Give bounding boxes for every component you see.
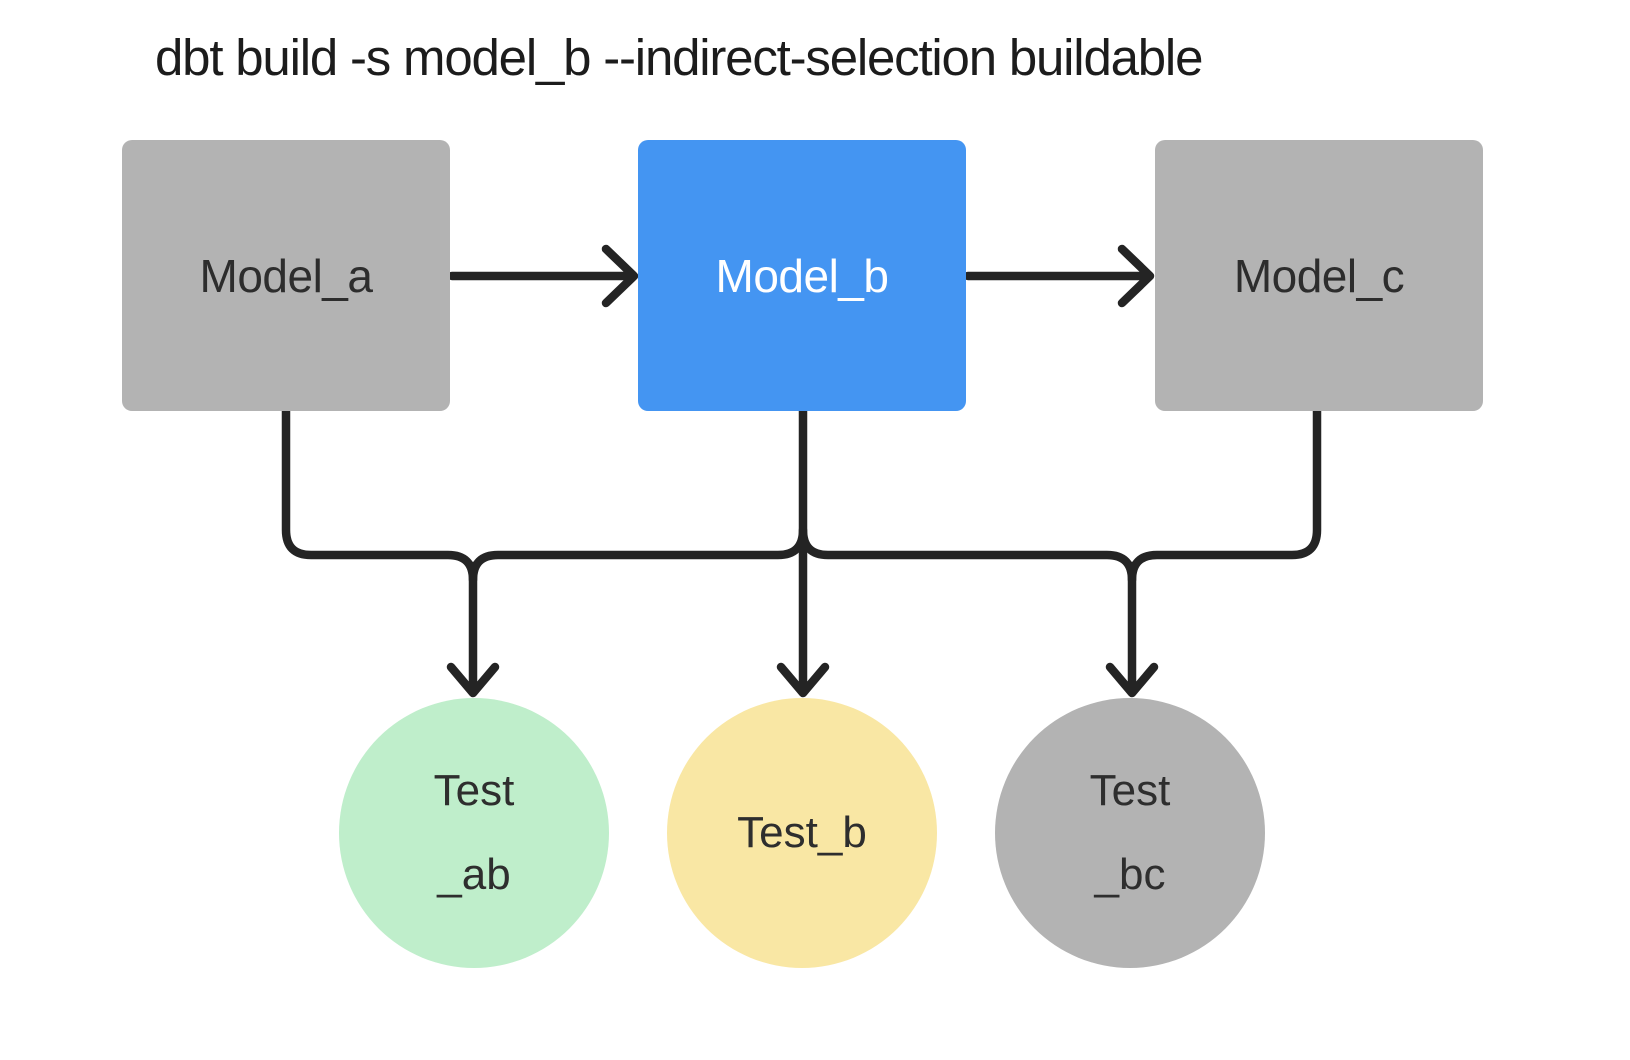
node-model-c: Model_c [1155, 140, 1483, 411]
node-test-bc: Test _bc [995, 698, 1265, 968]
node-test-ab: Test _ab [339, 698, 609, 968]
node-model-a-label: Model_a [199, 249, 373, 302]
node-test-bc-label-line2: _bc [1094, 850, 1166, 899]
node-test-ab-label-line1: Test [433, 766, 515, 815]
edge-model-b-to-model-c [963, 244, 1155, 308]
edge-drop-test-bc [1105, 561, 1159, 698]
node-model-b-label: Model_b [715, 249, 889, 302]
node-test-bc-label-line1: Test [1089, 766, 1171, 815]
edge-drop-test-b [776, 392, 830, 698]
edge-model-a-to-model-b [447, 244, 639, 308]
node-test-b: Test_b [667, 698, 937, 968]
node-model-a: Model_a [122, 140, 450, 411]
node-model-b-selected: Model_b [638, 140, 966, 411]
edge-drop-test-ab [446, 561, 500, 698]
node-model-c-label: Model_c [1233, 249, 1405, 302]
diagram-title: dbt build -s model_b --indirect-selectio… [155, 29, 1203, 86]
edge-bus-connector [281, 392, 1322, 585]
node-test-b-label: Test_b [737, 808, 867, 857]
node-test-ab-label-line2: _ab [437, 850, 511, 899]
